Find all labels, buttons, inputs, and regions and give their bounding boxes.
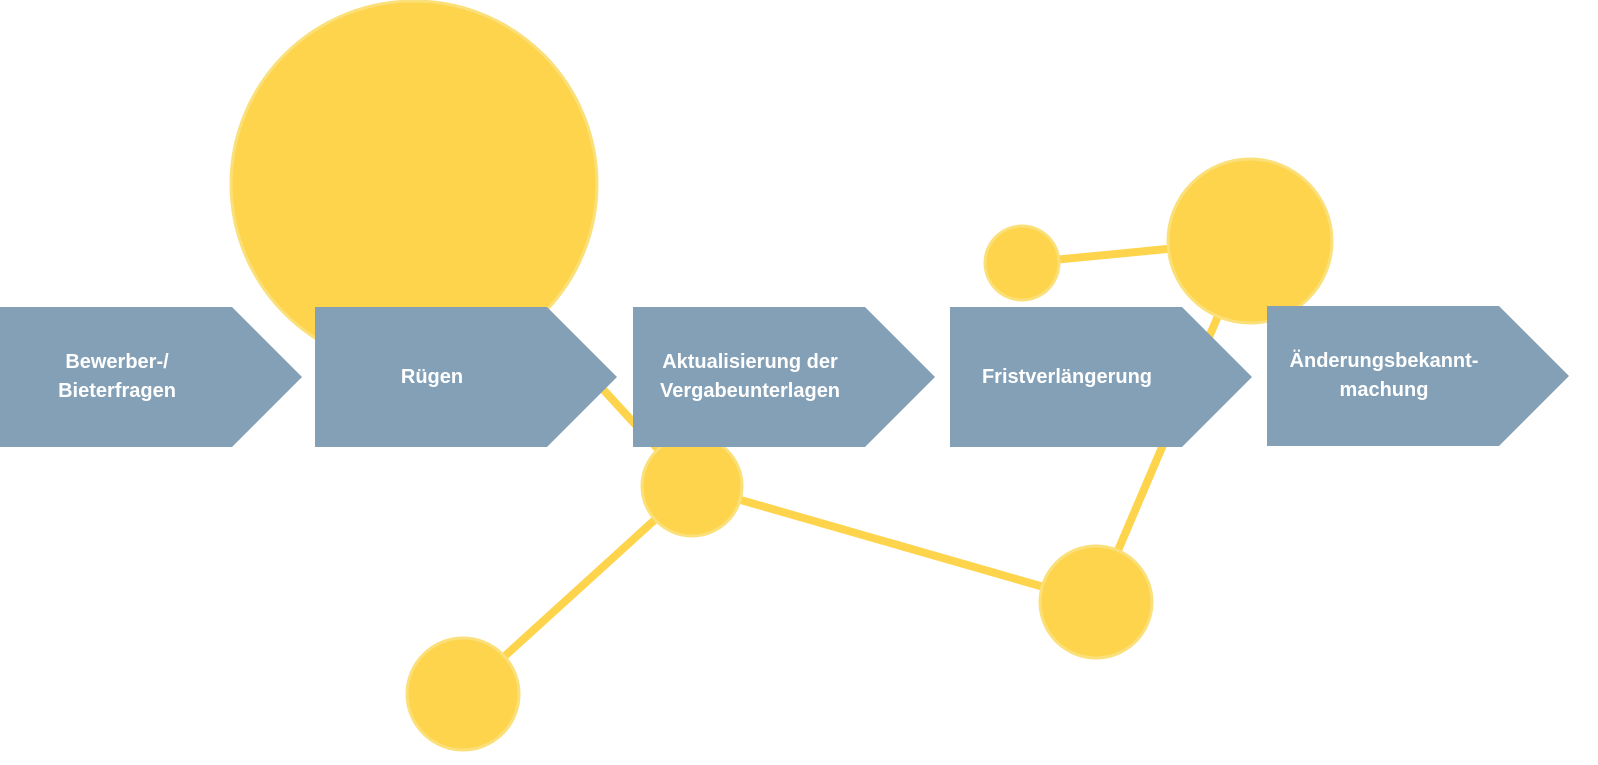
process-step-aenderungsbekanntmachung: Änderungsbekannt- machung — [1267, 306, 1569, 446]
process-step-bewerber-bieterfragen: Bewerber-/ Bieterfragen — [0, 307, 302, 447]
process-step-ruegen: Rügen — [315, 307, 617, 447]
network-edge — [690, 482, 1098, 606]
chevron-arrow-shape — [1267, 306, 1569, 446]
step-label: Änderungsbekannt- machung — [1289, 350, 1479, 401]
process-step-aktualisierung: Aktualisierung der Vergabeunterlagen — [633, 307, 935, 447]
process-step-fristverlaengerung: Fristverlängerung — [950, 307, 1252, 447]
network-node — [405, 636, 521, 752]
network-node — [983, 224, 1061, 302]
network-node — [1038, 544, 1154, 660]
network-nodes — [229, 0, 1334, 752]
chevron-arrow-shape — [315, 307, 617, 447]
step-label: Bewerber-/ Bieterfragen — [58, 351, 176, 402]
chevron-arrow-shape — [0, 307, 302, 447]
chevron-arrow-shape — [950, 307, 1252, 447]
network-node — [640, 434, 744, 538]
network-node — [1166, 157, 1334, 325]
step-label: Rügen — [400, 365, 464, 388]
chevron-arrow-shape — [633, 307, 935, 447]
step-label: Aktualisierung der Vergabeunterlagen — [659, 351, 841, 402]
step-label: Fristverlängerung — [981, 365, 1153, 388]
